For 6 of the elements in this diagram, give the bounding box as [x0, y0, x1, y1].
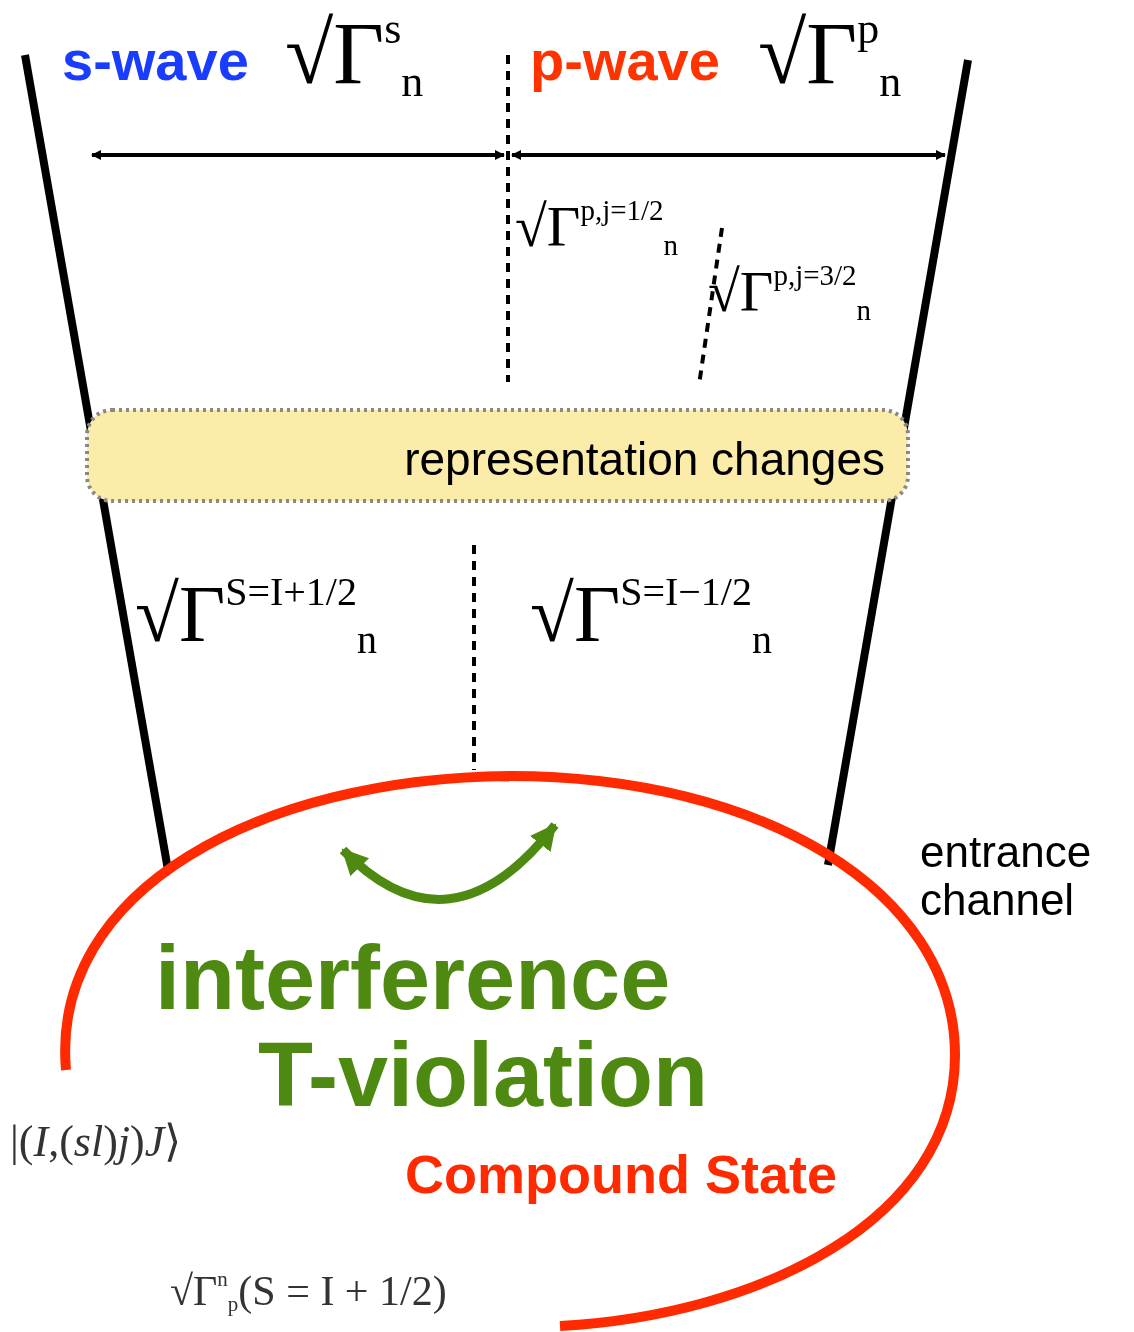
wave-label: s-wave [62, 30, 249, 92]
wave-label: p-wave [530, 30, 720, 92]
note-text: entrance channel [920, 828, 1093, 925]
band-label: representation changes [404, 434, 885, 485]
state-label: Compound State [405, 1145, 837, 1205]
math-expression: √Γ$^{n}$$_{p}$(S = I + 1/2) [170, 1268, 447, 1317]
